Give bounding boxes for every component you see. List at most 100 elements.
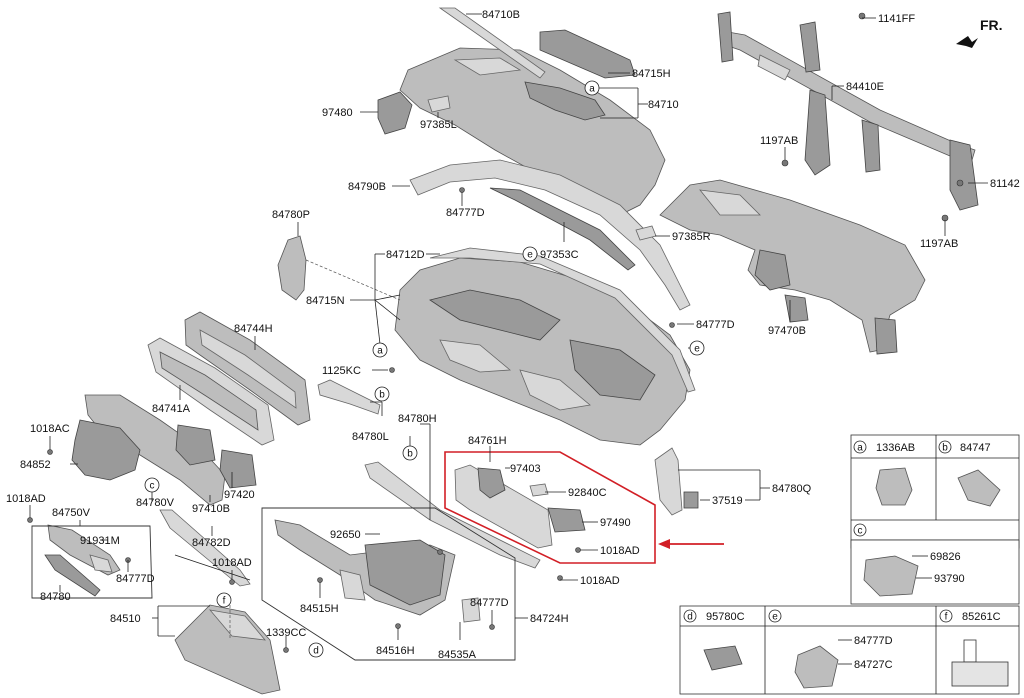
callout-b2: b: [402, 445, 418, 461]
label-84782D: 84782D: [192, 537, 231, 549]
label-1018AD-mid: 1018AD: [212, 557, 252, 569]
center-panel: [84, 394, 257, 506]
label-84761H: 84761H: [468, 435, 507, 447]
glovebox-84510: [174, 604, 281, 695]
label-84510: 84510: [110, 613, 141, 625]
cowl-cross-bar-84410E: [717, 11, 979, 211]
label-84777D-left: 84777D: [116, 573, 155, 585]
garnish-84790B: [409, 159, 691, 311]
label-1018AD-bot: 1018AD: [580, 575, 620, 587]
legend-f: f 85261C: [939, 609, 1009, 687]
label-84410E: 84410E: [846, 81, 884, 93]
fasteners: [27, 12, 964, 653]
label-84741A: 84741A: [152, 403, 191, 415]
highlighted-group: [444, 451, 656, 564]
duct-97353C: [489, 187, 636, 271]
side-vent-97480: [377, 91, 413, 135]
label-84535A: 84535A: [438, 649, 477, 661]
label-84777D-top: 84777D: [446, 207, 485, 219]
callout-a2: a: [372, 342, 388, 358]
svg-text:c: c: [858, 526, 863, 537]
svg-text:84747: 84747: [960, 442, 991, 454]
label-84777D-bot: 84777D: [470, 597, 509, 609]
glovebox-housing-84724H: [261, 507, 516, 661]
label-97403: 97403: [510, 463, 541, 475]
label-84852: 84852: [20, 459, 51, 471]
label-84712D: 84712D: [386, 249, 425, 261]
callout-b1: b: [374, 386, 390, 402]
label-81142: 81142: [990, 178, 1020, 190]
legend-table: a 1336AB b 84747 c 69826 93790 d: [679, 434, 1020, 695]
svg-text:84727C: 84727C: [854, 659, 893, 671]
highlight-frame: [444, 451, 656, 564]
svg-text:e: e: [694, 344, 700, 355]
legend-a: a 1336AB: [853, 440, 915, 506]
legend-c-body: 69826 93790: [863, 551, 965, 597]
side-84780Q: [654, 447, 699, 516]
callout-f1: f: [216, 592, 232, 608]
svg-text:a: a: [589, 84, 595, 95]
svg-text:69826: 69826: [930, 551, 961, 563]
label-84780H: 84780H: [398, 413, 437, 425]
label-84724H: 84724H: [530, 613, 569, 625]
svg-text:f: f: [223, 596, 226, 607]
label-84710: 84710: [648, 99, 679, 111]
label-1197AB-b: 1197AB: [920, 238, 958, 250]
bracket-97385L: [427, 95, 451, 113]
leader-lines: [29, 13, 988, 648]
callout-d1: d: [308, 642, 324, 658]
label-84780: 84780: [40, 591, 71, 603]
callout-e1: e: [522, 246, 538, 262]
label-91931M: 91931M: [80, 535, 120, 547]
label-97410B: 97410B: [192, 503, 230, 515]
callout-e2: e: [689, 340, 705, 356]
label-92840C: 92840C: [568, 487, 607, 499]
label-84715H: 84715H: [632, 68, 671, 80]
label-84777D-mid: 84777D: [696, 319, 735, 331]
strip-84710B: [438, 7, 546, 79]
cluster-bezel-84744H: [184, 311, 311, 426]
carrier-84712D: [394, 257, 691, 446]
svg-text:c: c: [150, 481, 155, 492]
cluster-fascia-84741A: [147, 337, 275, 446]
svg-text:d: d: [687, 612, 693, 623]
label-97480: 97480: [322, 107, 353, 119]
label-84744H: 84744H: [234, 323, 273, 335]
label-1197AB-a: 1197AB: [760, 135, 798, 147]
label-97490: 97490: [600, 517, 631, 529]
svg-text:b: b: [407, 449, 413, 460]
callout-c1: c: [144, 477, 160, 493]
legend-b: b 84747: [938, 440, 1001, 507]
garnish-84780L: [317, 379, 381, 415]
svg-text:84777D: 84777D: [854, 635, 893, 647]
arrow-icon: [956, 36, 978, 48]
label-97353C: 97353C: [540, 249, 579, 261]
legend-c: c: [853, 523, 867, 537]
label-37519: 37519: [712, 495, 743, 507]
label-1018AD-red: 1018AD: [600, 545, 640, 557]
label-1141FF: 1141FF: [878, 13, 915, 25]
label-84516H: 84516H: [376, 645, 415, 657]
label-84710B: 84710B: [482, 9, 520, 21]
front-orientation: FR.: [956, 17, 1003, 48]
label-84790B: 84790B: [348, 181, 386, 193]
label-84515H: 84515H: [300, 603, 339, 615]
svg-text:1336AB: 1336AB: [876, 442, 915, 454]
garnish-84780H: [364, 461, 541, 569]
svg-text:e: e: [772, 612, 778, 623]
svg-text:b: b: [942, 443, 948, 454]
label-97470B: 97470B: [768, 325, 806, 337]
highlight-arrow: [658, 539, 724, 549]
part-labels: 84710B 84715H 84710 97480 97385L 84790B …: [6, 9, 1020, 661]
label-84780L: 84780L: [352, 431, 389, 443]
orientation-label: FR.: [980, 17, 1003, 33]
defrost-grille: [539, 29, 636, 79]
lower-pad-84750V: [44, 524, 121, 597]
crash-pad-upper: [399, 47, 666, 216]
svg-text:95780C: 95780C: [706, 611, 745, 623]
label-97420: 97420: [224, 489, 255, 501]
label-92650: 92650: [330, 529, 361, 541]
label-1339CC: 1339CC: [266, 627, 306, 639]
